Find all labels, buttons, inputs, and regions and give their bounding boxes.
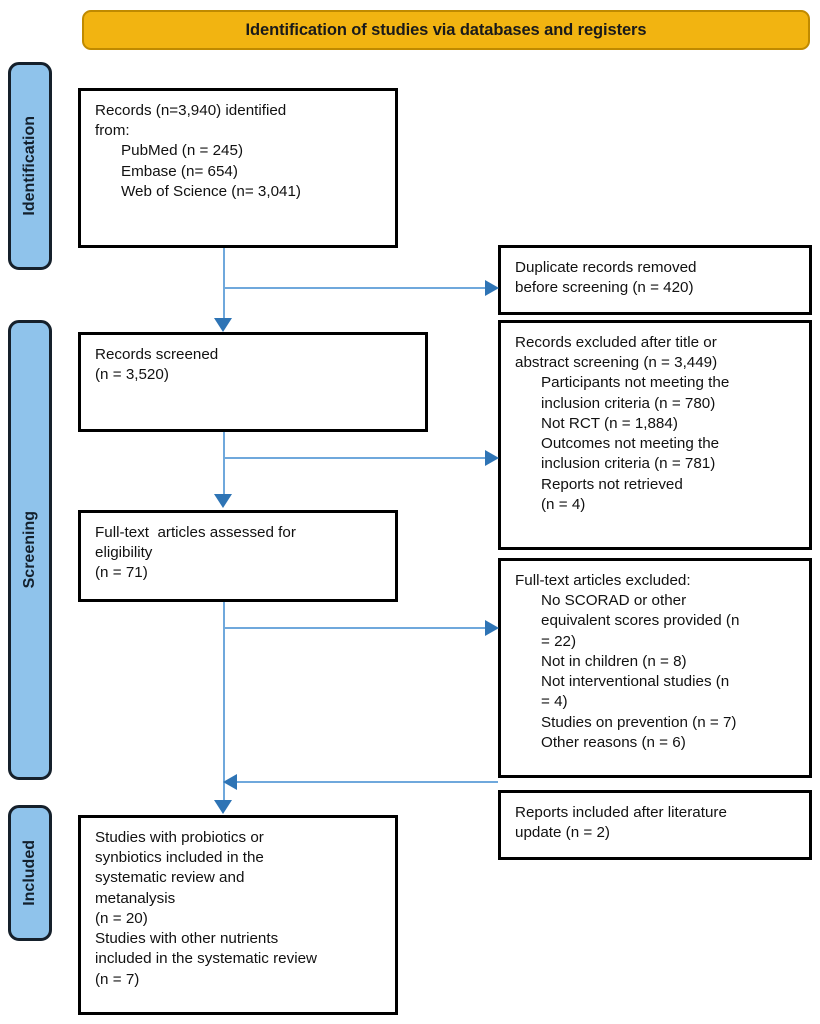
box-line: Studies with probiotics or <box>95 829 264 846</box>
connector-identified-to-screened <box>223 248 225 320</box>
box-line: Records (n=3,940) identified <box>95 102 287 119</box>
box-line: inclusion criteria (n = 781) <box>541 455 716 473</box>
box-line: equivalent scores provided (n <box>541 612 740 630</box>
box-line: Full-text articles excluded: <box>515 572 691 589</box>
box-line: Not in children (n = 8) <box>541 652 687 670</box>
box-line: Studies with other nutrients <box>95 930 279 948</box>
box-line: synbiotics included in the <box>95 849 264 867</box>
arrowhead-down-to-included-studies <box>214 800 232 814</box>
box-line: Reports included after literature <box>515 804 727 821</box>
box-line: Other reasons (n = 6) <box>541 733 686 751</box>
box-line: Outcomes not meeting the <box>541 435 720 453</box>
box-line: Not interventional studies (n <box>541 673 730 691</box>
box-line: eligibility <box>95 544 153 562</box>
box-line: = 4) <box>541 693 568 711</box>
arrowhead-down-to-records-screened <box>214 318 232 332</box>
stage-label-screening: Screening <box>21 511 38 589</box>
box-line: = 22) <box>541 632 577 650</box>
box-line: (n = 4) <box>541 495 586 513</box>
box-records-identified: Records (n=3,940) identified from: PubMe… <box>78 88 398 248</box>
box-fulltext-articles-excluded: Full-text articles excluded: No SCORAD o… <box>498 558 812 778</box>
box-fulltext-articles-assessed: Full-text articles assessed for eligibil… <box>78 510 398 602</box>
arrowhead-down-to-fulltext-assessed <box>214 494 232 508</box>
connector-to-fulltext-excluded <box>223 627 487 629</box>
connector-to-records-excluded <box>223 457 487 459</box>
box-included-studies: Studies with probiotics or synbiotics in… <box>78 815 398 1015</box>
box-line: Records screened <box>95 346 219 363</box>
stage-label-identification: Identification <box>21 116 38 216</box>
box-line: Embase (n= 654) <box>121 162 238 180</box>
box-duplicate-records-removed: Duplicate records removed before screeni… <box>498 245 812 315</box>
box-line: (n = 20) <box>95 909 148 927</box>
box-line: Reports not retrieved <box>541 475 683 493</box>
box-line: before screening (n = 420) <box>515 279 694 297</box>
connector-screened-to-fulltext <box>223 432 225 496</box>
box-line: (n = 71) <box>95 564 148 582</box>
box-line: Duplicate records removed <box>515 259 697 276</box>
box-line: PubMed (n = 245) <box>121 142 243 160</box>
stage-bar-screening: Screening <box>8 320 52 780</box>
page-title: Identification of studies via databases … <box>245 20 647 39</box>
arrowhead-left-into-trunk <box>223 774 237 790</box>
box-line: Participants not meeting the <box>541 374 730 392</box>
stage-bar-identification: Identification <box>8 62 52 270</box>
arrowhead-right-to-records-excluded <box>485 450 499 466</box>
box-line: Full-text articles assessed for <box>95 524 296 541</box>
arrowhead-right-to-duplicates-removed <box>485 280 499 296</box>
box-records-excluded: Records excluded after title or abstract… <box>498 320 812 550</box>
box-line: Records excluded after title or <box>515 334 717 351</box>
box-line: No SCORAD or other <box>541 592 687 610</box>
box-line: systematic review and <box>95 869 245 887</box>
box-line: (n = 3,520) <box>95 366 169 384</box>
box-line: Not RCT (n = 1,884) <box>541 414 678 432</box>
box-line: (n = 7) <box>95 970 140 988</box>
box-line: update (n = 2) <box>515 824 610 842</box>
connector-fulltext-to-included <box>223 602 225 802</box>
stage-bar-included: Included <box>8 805 52 941</box>
connector-to-duplicates-removed <box>223 287 487 289</box>
box-line: inclusion criteria (n = 780) <box>541 394 716 412</box>
arrowhead-right-to-fulltext-excluded <box>485 620 499 636</box>
box-line: included in the systematic review <box>95 950 318 968</box>
box-line: Studies on prevention (n = 7) <box>541 713 737 731</box>
box-line: Web of Science (n= 3,041) <box>121 182 301 200</box>
stage-label-included: Included <box>21 840 38 906</box>
box-line: abstract screening (n = 3,449) <box>515 354 718 372</box>
box-reports-included-after-update: Reports included after literature update… <box>498 790 812 860</box>
diagram-title-banner: Identification of studies via databases … <box>82 10 810 50</box>
box-records-screened: Records screened (n = 3,520) <box>78 332 428 432</box>
box-line: metanalysis <box>95 889 176 907</box>
connector-reports-added-to-trunk <box>237 781 498 783</box>
box-line: from: <box>95 122 130 140</box>
